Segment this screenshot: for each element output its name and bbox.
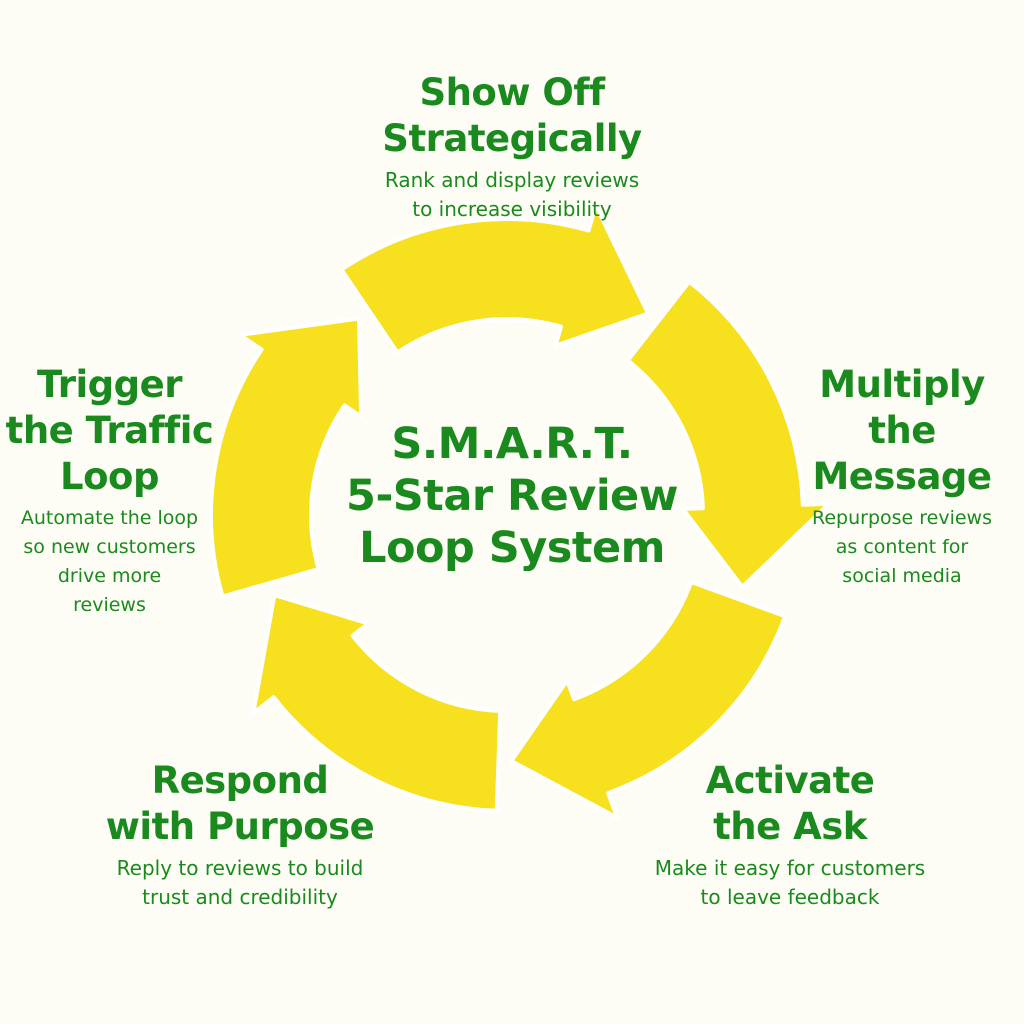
step-title: Trigger the Traffic Loop (2, 362, 217, 500)
step-description-line: Rank and display reviews (384, 168, 640, 192)
step-title: Respond with Purpose (90, 758, 390, 850)
step-description-line: to leave feedback (700, 885, 880, 909)
step-title-line: Trigger (37, 363, 182, 406)
step-description-line: Make it easy for customers (654, 856, 926, 880)
step-title-line: Show Off (419, 71, 605, 114)
step-title-line: the Traffic (5, 409, 214, 452)
step-title-line: Loop (60, 455, 159, 498)
center-title-line-2: 5-Star Review (346, 471, 678, 521)
step-description-line: so new customers (23, 536, 196, 558)
step-trigger-the-traffic-loop: Trigger the Traffic Loop Automate the lo… (2, 362, 217, 620)
step-description: Rank and display reviews to increase vis… (312, 166, 712, 224)
step-description: Reply to reviews to build trust and cred… (90, 854, 390, 912)
step-description-line: Reply to reviews to build (116, 856, 364, 880)
step-title-line: Message (812, 455, 992, 498)
step-multiply-the-message: Multiply the Message Repurpose reviews a… (782, 362, 1022, 591)
arrow-respond-to-trigger (251, 593, 503, 813)
center-title-line-3: Loop System (359, 523, 665, 573)
step-title-line: Respond (151, 759, 329, 802)
step-title: Show Off Strategically (312, 70, 712, 162)
step-title: Activate the Ask (630, 758, 950, 850)
step-description: Make it easy for customers to leave feed… (630, 854, 950, 912)
step-title-line: Strategically (382, 117, 642, 160)
step-description-line: to increase visibility (412, 197, 612, 221)
step-description-line: reviews (73, 594, 146, 616)
step-description-line: social media (842, 565, 962, 587)
arrow-trigger-to-show-off (209, 316, 364, 599)
center-title-line-1: S.M.A.R.T. (391, 419, 633, 469)
step-description-line: drive more (57, 565, 162, 587)
arrow-multiply-to-activate (625, 279, 831, 589)
arrow-show-off-to-multiply (339, 203, 651, 355)
step-activate-the-ask: Activate the Ask Make it easy for custom… (630, 758, 950, 912)
step-title-line: with Purpose (105, 805, 375, 848)
step-description-line: Automate the loop (20, 507, 199, 529)
step-title-line: the Ask (713, 805, 867, 848)
step-description-line: trust and credibility (142, 885, 338, 909)
step-description-line: as content for (835, 536, 969, 558)
step-show-off-strategically: Show Off Strategically Rank and display … (312, 70, 712, 224)
step-description: Automate the loop so new customers drive… (2, 504, 217, 620)
step-description-line: Repurpose reviews (812, 507, 992, 529)
diagram-center-title: S.M.A.R.T. 5-Star Review Loop System (312, 418, 712, 574)
step-title-line: Multiply (819, 363, 985, 406)
step-title-line: the (868, 409, 936, 452)
step-description: Repurpose reviews as content for social … (782, 504, 1022, 591)
arrow-activate-to-respond (509, 580, 788, 820)
step-title: Multiply the Message (782, 362, 1022, 500)
step-title-line: Activate (705, 759, 875, 802)
step-respond-with-purpose: Respond with Purpose Reply to reviews to… (90, 758, 390, 912)
